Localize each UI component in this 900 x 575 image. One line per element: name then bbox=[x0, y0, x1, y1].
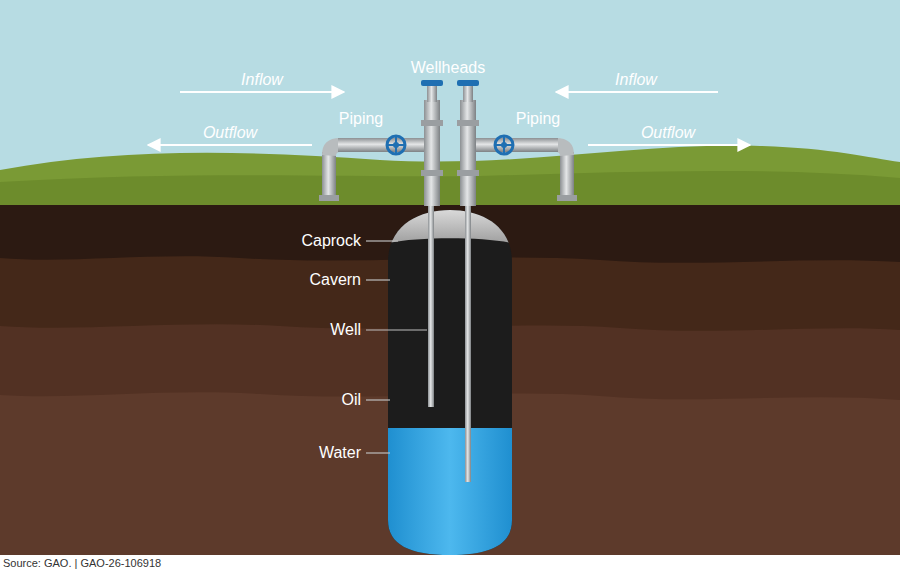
wellhead-flange bbox=[457, 120, 479, 126]
wellhead bbox=[424, 100, 440, 206]
part-label: Water bbox=[319, 444, 361, 462]
part-label: Caprock bbox=[301, 232, 361, 250]
flow-arrow bbox=[148, 144, 312, 146]
wellhead-flange bbox=[421, 170, 443, 176]
wellhead-valve bbox=[457, 80, 479, 86]
pipe bbox=[560, 152, 574, 200]
pipe bbox=[472, 138, 558, 152]
flow-arrow bbox=[180, 91, 344, 93]
ground-surface-shade bbox=[0, 171, 900, 206]
pipe-valve bbox=[387, 136, 405, 154]
wellhead bbox=[460, 100, 476, 206]
leader-lines bbox=[366, 241, 427, 453]
wellhead-flange bbox=[421, 120, 443, 126]
pipe-valve bbox=[495, 136, 513, 154]
flow-label: Inflow bbox=[615, 71, 657, 89]
ground-surface bbox=[0, 146, 900, 206]
salt-cavern bbox=[380, 205, 520, 560]
flow-arrow bbox=[556, 91, 718, 93]
wellhead-valve bbox=[421, 80, 443, 86]
wellhead-stem bbox=[463, 86, 473, 102]
source-caption: Source: GAO. | GAO-26-106918 bbox=[3, 557, 161, 569]
water-fill bbox=[388, 428, 512, 558]
pipe bbox=[338, 138, 426, 152]
caption-strip bbox=[0, 555, 900, 575]
pipe-elbow bbox=[556, 138, 574, 156]
flow-label: Inflow bbox=[241, 71, 283, 89]
part-label: Wellheads bbox=[411, 59, 485, 77]
flow-label: Outflow bbox=[641, 124, 695, 142]
wellhead-flange bbox=[457, 170, 479, 176]
wellhead-stem bbox=[427, 86, 437, 102]
part-label: Oil bbox=[341, 391, 361, 409]
caprock-layer bbox=[380, 205, 520, 245]
part-label: Piping bbox=[339, 110, 383, 128]
pipe bbox=[322, 152, 336, 200]
pipe-flange bbox=[557, 195, 577, 201]
part-label: Cavern bbox=[309, 271, 361, 289]
sky bbox=[0, 0, 900, 205]
flow-arrow bbox=[588, 144, 750, 146]
flow-label: Outflow bbox=[203, 124, 257, 142]
part-label: Piping bbox=[516, 110, 560, 128]
oil-fill bbox=[388, 205, 512, 560]
well-pipe bbox=[465, 206, 471, 482]
part-label: Well bbox=[330, 321, 361, 339]
pipe-flange bbox=[319, 195, 339, 201]
well-pipe bbox=[428, 206, 434, 407]
pipe-elbow bbox=[322, 138, 340, 156]
